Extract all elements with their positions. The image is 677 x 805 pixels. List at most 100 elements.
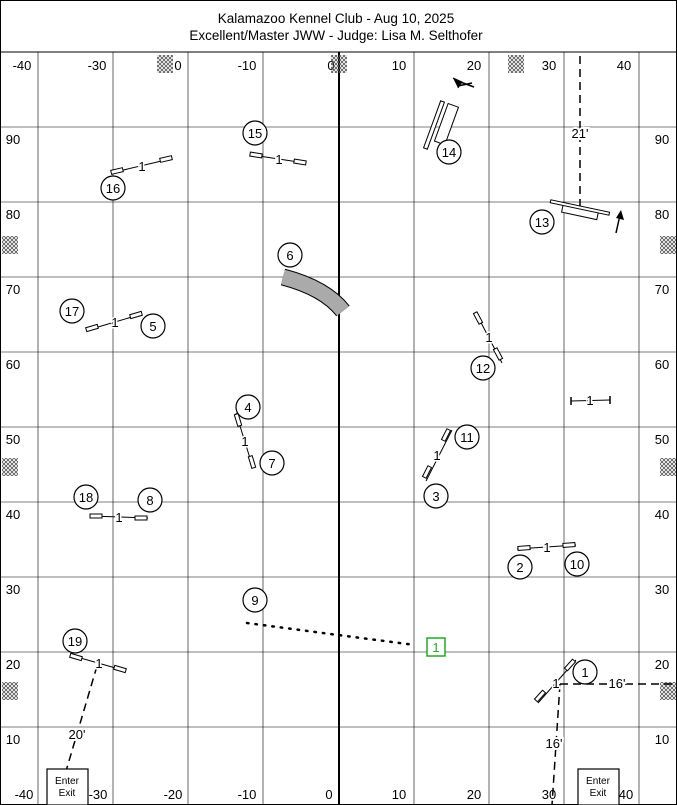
svg-text:50: 50 (6, 432, 20, 447)
svg-text:1: 1 (241, 434, 248, 449)
svg-text:1: 1 (115, 510, 122, 525)
jump-19: 1 (69, 652, 127, 674)
svg-text:30: 30 (6, 582, 20, 597)
jump-12: 1 (472, 311, 504, 364)
svg-text:10: 10 (392, 58, 406, 73)
svg-text:1: 1 (433, 448, 440, 463)
svg-text:1: 1 (581, 665, 588, 680)
svg-text:1: 1 (552, 676, 559, 691)
svg-text:7: 7 (268, 456, 275, 471)
svg-text:90: 90 (6, 132, 20, 147)
obstacle-number-12: 12 (470, 355, 496, 381)
dotted-path (245, 621, 417, 647)
obstacle-number-10: 10 (564, 551, 590, 577)
obstacle-number-4: 4 (235, 394, 261, 420)
jump-1: 1 (533, 658, 577, 704)
svg-text:Enter: Enter (586, 776, 611, 787)
obstacle-number-19: 19 (62, 628, 88, 654)
svg-text:11: 11 (460, 430, 474, 445)
svg-text:14: 14 (442, 145, 456, 160)
jump-17-5: 1 (85, 310, 143, 333)
svg-text:1: 1 (485, 330, 492, 345)
svg-text:80: 80 (655, 207, 669, 222)
obstacle-number-14: 14 (436, 139, 462, 165)
obstacle-number-18: 18 (73, 484, 99, 510)
svg-text:1: 1 (95, 656, 102, 671)
svg-text:20: 20 (467, 787, 481, 802)
obstacle-number-1: 1 (572, 659, 598, 685)
svg-text:30: 30 (655, 582, 669, 597)
svg-text:6: 6 (286, 248, 293, 263)
svg-text:1: 1 (138, 159, 145, 174)
obstacle-number-15: 15 (242, 120, 268, 146)
obstacle-number-7: 7 (259, 450, 285, 476)
double-jump-14 (422, 77, 475, 150)
svg-text:10: 10 (6, 732, 20, 747)
start-marker: 1 (426, 637, 446, 657)
svg-text:2: 2 (516, 560, 523, 575)
jump-2-10: 1 (516, 539, 577, 557)
enter-exit-left: Enter Exit (46, 768, 89, 805)
jump-3-11: 1 (421, 428, 453, 482)
svg-text:Enter: Enter (55, 776, 80, 787)
jumps: 1 1 1 1 1 (69, 151, 611, 704)
svg-text:3: 3 (432, 489, 439, 504)
axis-bottom: -40 -30 -20 -10 0 10 20 30 40 (15, 787, 634, 802)
enter-exit-right: Enter Exit (577, 768, 620, 805)
svg-text:1: 1 (586, 393, 593, 408)
svg-text:10: 10 (392, 787, 406, 802)
svg-text:60: 60 (655, 357, 669, 372)
grid (0, 52, 677, 805)
svg-text:15: 15 (248, 126, 262, 141)
obstacle-numbers: 1 2 3 4 5 6 7 8 9 10 11 12 13 14 15 16 1… (59, 120, 598, 685)
course-subtitle: Excellent/Master JWW - Judge: Lisa M. Se… (189, 28, 483, 43)
measure-label-16-horizontal: 16' (609, 676, 626, 691)
svg-text:5: 5 (149, 319, 156, 334)
svg-text:80: 80 (6, 207, 20, 222)
jump-18-8: 1 (89, 509, 149, 527)
svg-text:-40: -40 (13, 58, 32, 73)
svg-text:-30: -30 (88, 58, 107, 73)
svg-text:20: 20 (655, 657, 669, 672)
jump-15: 1 (249, 151, 307, 169)
jump-4-7: 1 (233, 412, 257, 469)
obstacle-number-16: 16 (100, 175, 126, 201)
obstacle-number-13: 13 (529, 209, 555, 235)
obstacle-number-2: 2 (507, 554, 533, 580)
svg-text:13: 13 (535, 215, 549, 230)
svg-text:70: 70 (655, 282, 669, 297)
course-title: Kalamazoo Kennel Club - Aug 10, 2025 (218, 11, 454, 26)
svg-text:4: 4 (244, 400, 251, 415)
obstacle-number-11: 11 (454, 424, 480, 450)
measurement-lines (55, 56, 677, 805)
svg-text:90: 90 (655, 132, 669, 147)
svg-text:0: 0 (325, 787, 332, 802)
jump-16: 1 (110, 155, 173, 176)
svg-text:50: 50 (655, 432, 669, 447)
svg-text:20: 20 (467, 58, 481, 73)
svg-text:16: 16 (106, 181, 120, 196)
svg-text:60: 60 (6, 357, 20, 372)
svg-text:Exit: Exit (590, 788, 607, 799)
measure-label-21: 21' (572, 126, 589, 141)
svg-text:40: 40 (655, 507, 669, 522)
svg-text:-10: -10 (238, 787, 257, 802)
obstacle-number-9: 9 (242, 587, 268, 613)
svg-text:30: 30 (542, 58, 556, 73)
obstacle-number-3: 3 (423, 483, 449, 509)
obstacle-number-6: 6 (277, 242, 303, 268)
svg-text:1: 1 (543, 540, 550, 555)
svg-text:Exit: Exit (59, 788, 76, 799)
obstacle-number-8: 8 (137, 487, 163, 513)
svg-text:-20: -20 (164, 787, 183, 802)
svg-text:19: 19 (68, 634, 82, 649)
double-jump-13 (549, 199, 624, 234)
axis-top: -40 -30 0 -10 0 10 20 30 40 (13, 58, 632, 73)
svg-text:70: 70 (6, 282, 20, 297)
obstacle-number-17: 17 (59, 298, 85, 324)
svg-text:-40: -40 (15, 787, 34, 802)
axis-right: 90 80 70 60 50 40 30 20 10 (655, 132, 669, 747)
svg-text:1: 1 (111, 315, 118, 330)
ring-markers (2, 55, 676, 700)
